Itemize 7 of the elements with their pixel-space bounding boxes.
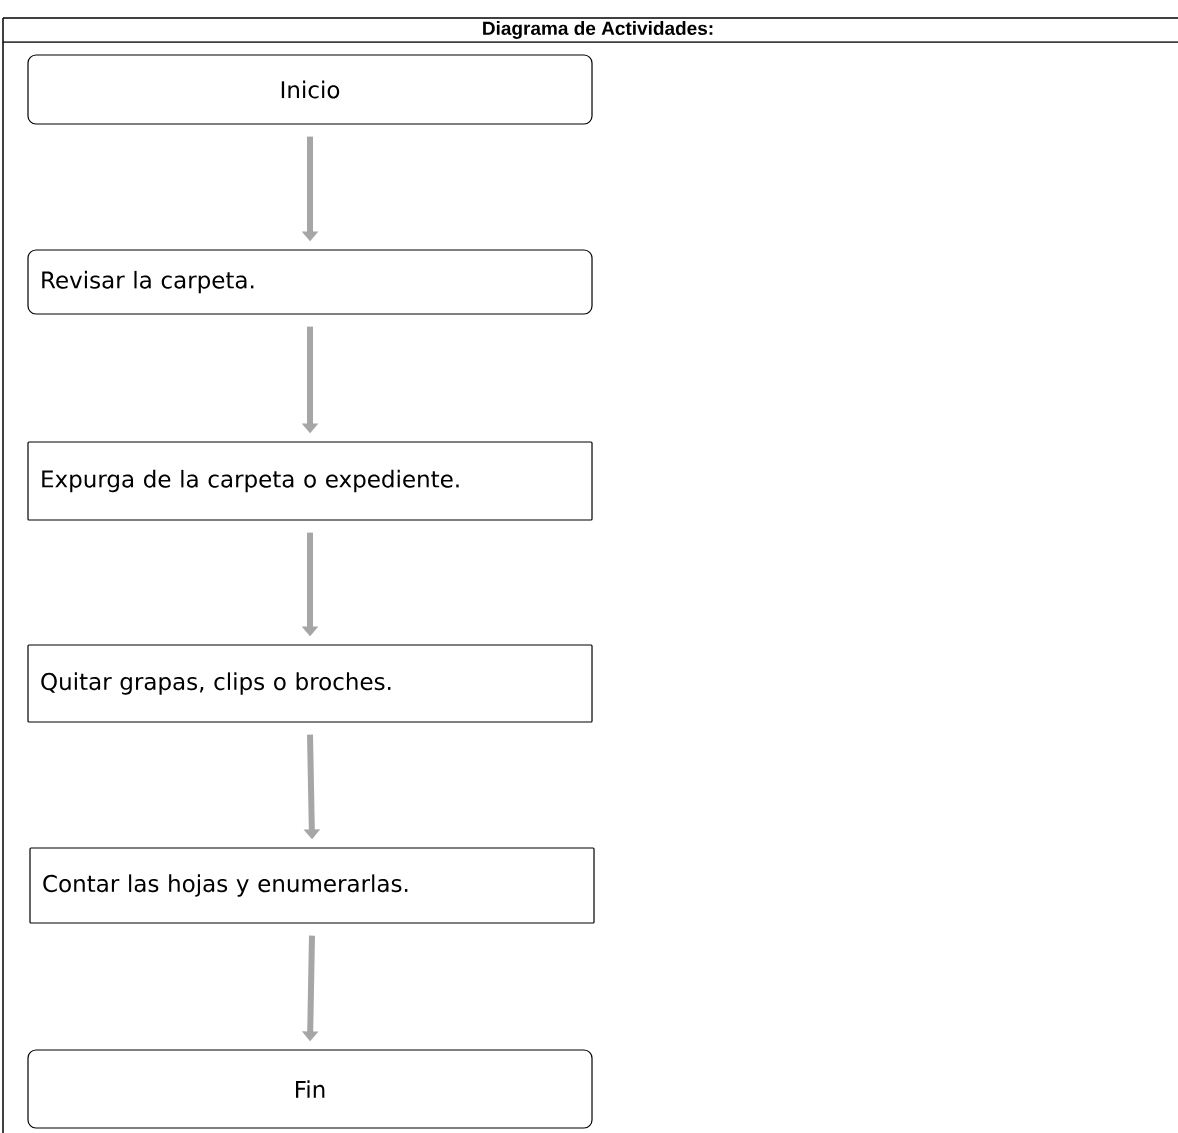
activity-box: Contar las hojas y enumerarlas. bbox=[29, 847, 595, 924]
activity-box: Quitar grapas, clips o broches. bbox=[27, 644, 593, 723]
table-header: Diagrama de Actividades: bbox=[483, 21, 713, 39]
activity-box: Expurga de la carpeta o expediente. bbox=[27, 441, 593, 521]
terminal-box: Inicio bbox=[27, 54, 593, 125]
terminal-box: Fin bbox=[27, 1049, 593, 1129]
terminal-box: Revisar la carpeta. bbox=[27, 249, 593, 315]
